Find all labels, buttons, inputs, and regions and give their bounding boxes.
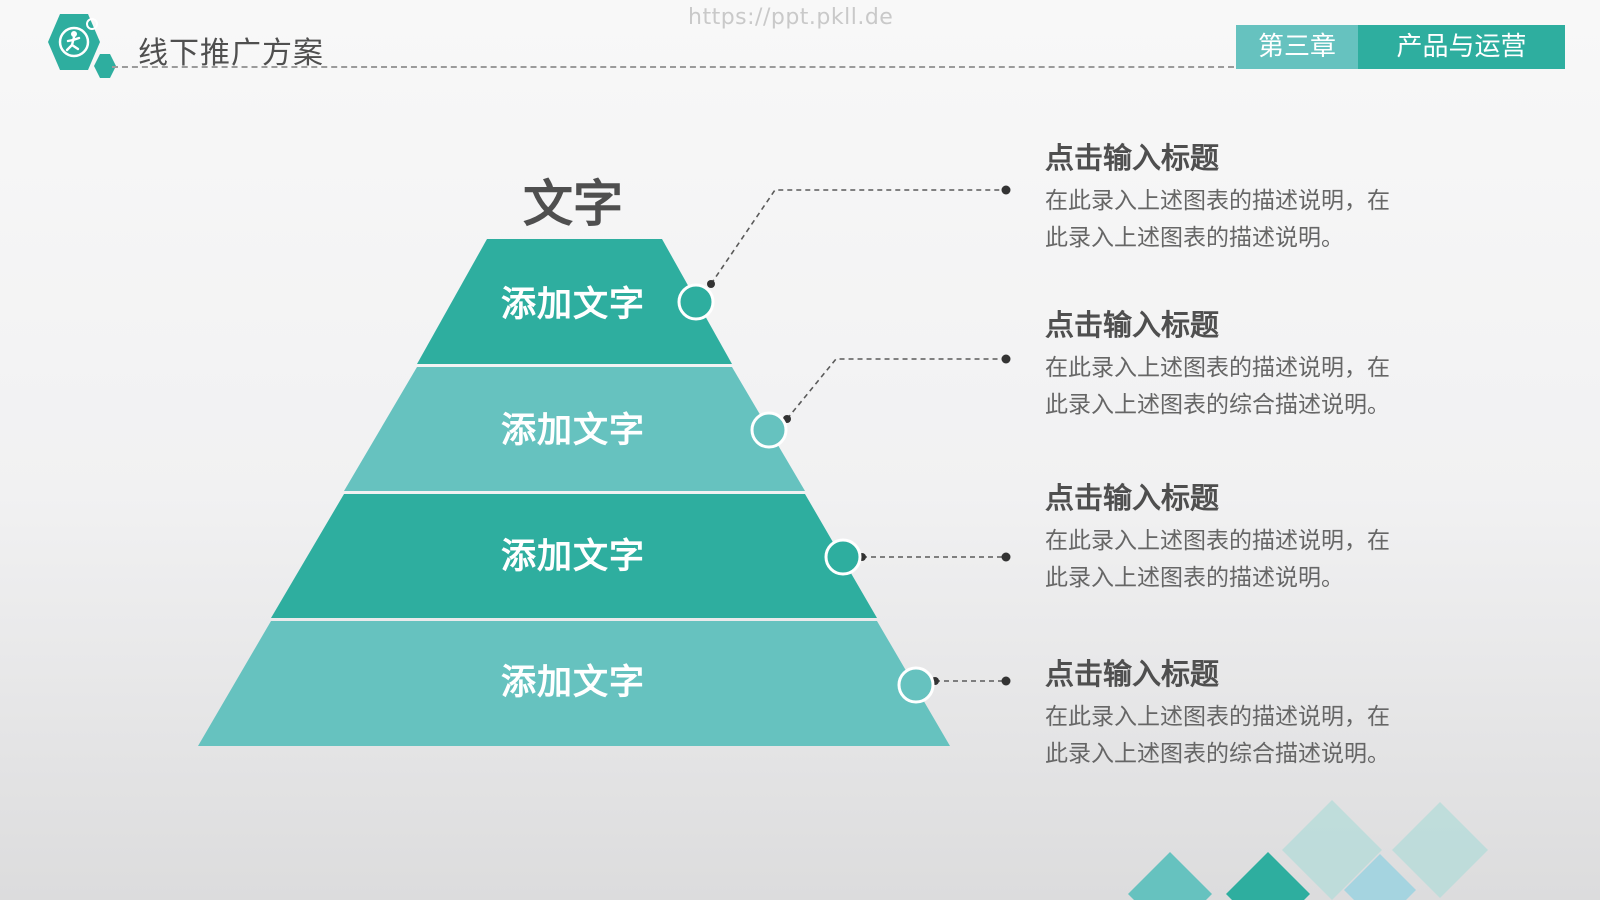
watermark-url: https://ppt.pkll.de	[688, 5, 894, 30]
description-block-4: 点击输入标题 在此录入上述图表的描述说明，在 此录入上述图表的综合描述说明。	[1045, 654, 1425, 773]
page-title: 线下推广方案	[138, 36, 324, 71]
connector-line-2	[786, 358, 1006, 420]
logo-hexagon-icon	[48, 14, 116, 78]
level-marker-2	[750, 411, 788, 449]
description-block-3: 点击输入标题 在此录入上述图表的描述说明，在 此录入上述图表的描述说明。	[1045, 478, 1425, 597]
pyramid-level-4-label: 添加文字	[500, 663, 645, 703]
description-body: 在此录入上述图表的描述说明，在 此录入上述图表的描述说明。	[1045, 528, 1390, 591]
description-block-2: 点击输入标题 在此录入上述图表的描述说明，在 此录入上述图表的综合描述说明。	[1045, 305, 1425, 424]
level-marker-3	[824, 538, 862, 576]
description-body: 在此录入上述图表的描述说明，在 此录入上述图表的综合描述说明。	[1045, 355, 1390, 418]
description-title: 点击输入标题	[1045, 308, 1220, 342]
chapter-label: 第三章	[1236, 25, 1358, 69]
description-block-1: 点击输入标题 在此录入上述图表的描述说明，在 此录入上述图表的描述说明。	[1045, 138, 1425, 257]
section-label: 产品与运营	[1358, 25, 1565, 69]
pyramid-level-1	[417, 239, 732, 364]
description-title: 点击输入标题	[1045, 141, 1220, 175]
pyramid-level-3-label: 添加文字	[500, 537, 645, 577]
diagram-title: 文字	[523, 175, 623, 233]
level-marker-1	[677, 283, 715, 321]
pyramid-level-2	[344, 367, 805, 491]
connector-dot	[1001, 552, 1011, 562]
description-title: 点击输入标题	[1045, 657, 1220, 691]
connector-dot	[1001, 676, 1011, 686]
connector-dot	[1001, 354, 1011, 364]
description-body: 在此录入上述图表的描述说明，在 此录入上述图表的综合描述说明。	[1045, 704, 1390, 767]
description-body: 在此录入上述图表的描述说明，在 此录入上述图表的描述说明。	[1045, 188, 1390, 251]
pyramid-level-1-label: 添加文字	[500, 285, 645, 325]
pyramid-level-2-label: 添加文字	[500, 411, 645, 451]
header-divider	[112, 66, 1234, 68]
level-marker-4	[897, 666, 935, 704]
connector-line-1	[710, 189, 1006, 285]
decorative-diamonds	[1128, 800, 1488, 900]
pyramid-level-4	[198, 621, 950, 746]
description-title: 点击输入标题	[1045, 481, 1220, 515]
connector-dot	[1001, 185, 1011, 195]
connector-dot	[707, 280, 715, 288]
pyramid-level-3	[271, 494, 877, 618]
